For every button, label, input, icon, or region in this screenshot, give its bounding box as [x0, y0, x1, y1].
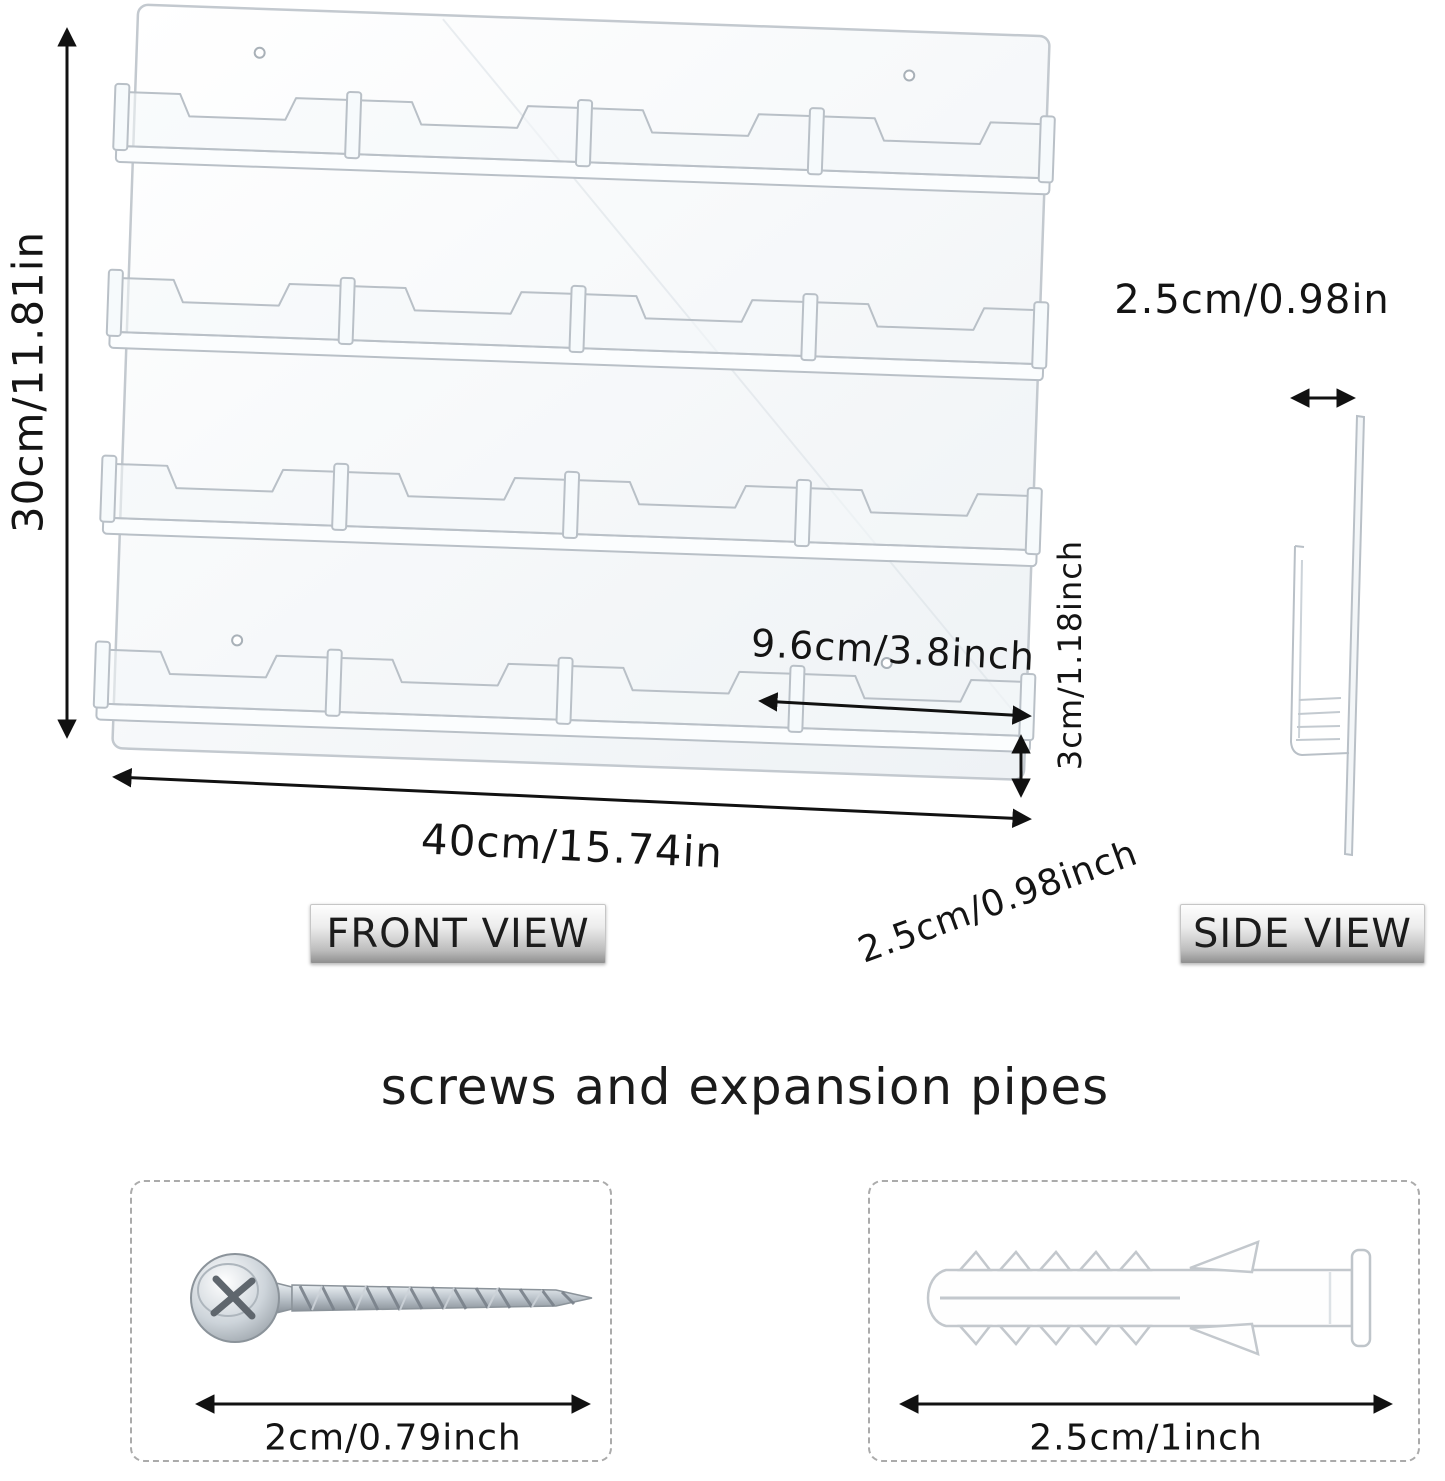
side-view-badge-label: SIDE VIEW: [1193, 911, 1412, 957]
pocket-width-arrow: [758, 692, 1032, 725]
side-thickness-dimension-label: 2.5cm/0.98in: [1114, 277, 1390, 323]
height-dimension-label: 30cm/11.81in: [3, 230, 53, 534]
pocket-width-dimension-label: 9.6cm/3.8inch: [749, 621, 1037, 679]
expansion-pipe-dimension-label: 2.5cm/1inch: [1029, 1417, 1263, 1459]
depth-dimension-label: 2.5cm/0.98inch: [852, 832, 1144, 972]
front-view-badge-label: FRONT VIEW: [326, 911, 590, 957]
width-arrow: [112, 768, 1032, 828]
front-view-badge: FRONT VIEW: [310, 904, 606, 964]
screw-dimension-label: 2cm/0.79inch: [264, 1417, 522, 1459]
width-dimension-label: 40cm/15.74in: [419, 814, 725, 878]
mounting-holes: [231, 46, 916, 670]
side-view-badge: SIDE VIEW: [1180, 904, 1425, 964]
hardware-section-title: screws and expansion pipes: [380, 1058, 1110, 1116]
side-view-drawing: [1289, 414, 1366, 857]
pocket-height-dimension-label: 3cm/1.18inch: [1051, 539, 1089, 771]
